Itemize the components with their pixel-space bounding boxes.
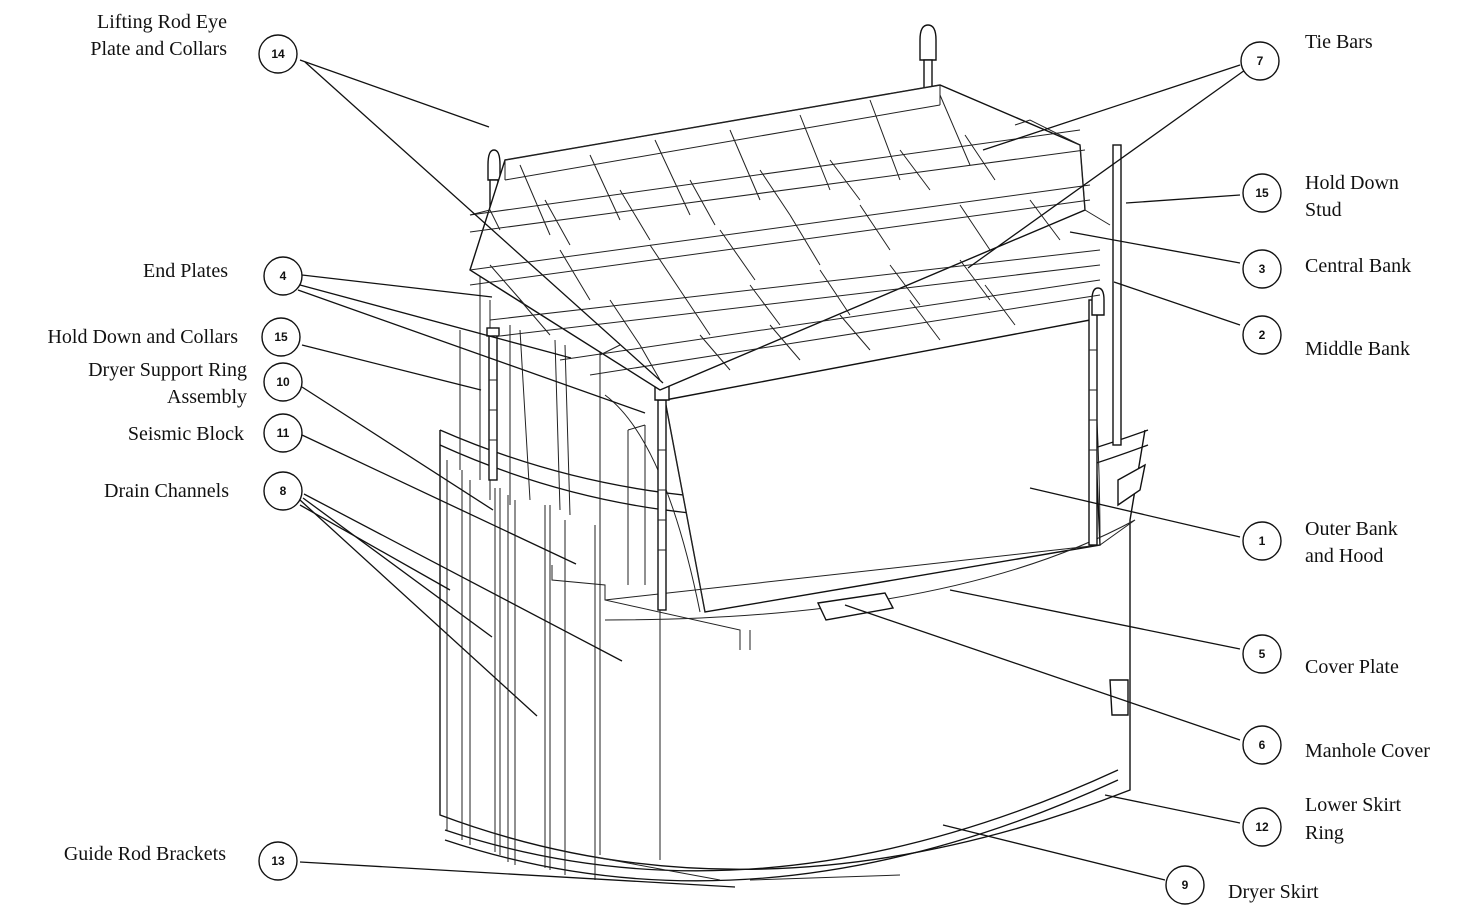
callout-number: 9 [1182,878,1189,892]
callout-number: 10 [276,375,290,389]
label-hold-down-stud-line2: Stud [1305,199,1342,221]
callout-13: 13 [258,841,298,881]
callout-number: 3 [1259,262,1266,276]
callout-15-right: 15 [1242,173,1282,213]
callout-number: 2 [1259,328,1266,342]
label-cover-plate: Cover Plate [1305,656,1399,678]
callout-10: 10 [263,362,303,402]
callout-4: 4 [263,256,303,296]
callout-number: 15 [1255,186,1269,200]
label-lifting-rod-line2: Plate and Collars [90,38,227,60]
label-lower-skirt-line2: Ring [1305,822,1344,844]
label-dryer-support-line2: Assembly [167,386,247,408]
callout-3: 3 [1242,249,1282,289]
callout-number: 1 [1259,534,1266,548]
label-lifting-rod-line1: Lifting Rod Eye [97,11,227,33]
callout-1: 1 [1242,521,1282,561]
label-hold-down-collars: Hold Down and Collars [47,326,238,348]
callout-number: 14 [271,47,285,61]
callout-14: 14 [258,34,298,74]
label-lower-skirt-line1: Lower Skirt [1305,794,1402,816]
label-drain-channels: Drain Channels [104,480,229,502]
callout-number: 8 [280,484,287,498]
drain-channels-shape [446,460,661,880]
support-ring-pieces [551,463,1146,650]
label-hold-down-stud-line1: Hold Down [1305,172,1399,194]
callout-15-left: 15 [261,317,301,357]
callout-number: 6 [1259,738,1266,752]
top-grid [469,84,1111,391]
callout-number: 11 [277,426,290,440]
label-dryer-skirt: Dryer Skirt [1228,881,1319,903]
dryer-illustration [439,24,1149,882]
label-central-bank: Central Bank [1305,255,1411,277]
callout-number: 4 [280,269,287,283]
callout-number: 12 [1255,820,1269,834]
callout-8: 8 [263,471,303,511]
callout-2: 2 [1242,315,1282,355]
callout-5: 5 [1242,634,1282,674]
callout-number: 5 [1259,647,1266,661]
callout-11: 11 [263,413,303,453]
label-dryer-support-line1: Dryer Support Ring [88,359,247,381]
label-seismic-block: Seismic Block [128,423,244,445]
leader-lines [297,59,1246,888]
callout-number: 13 [271,854,285,868]
right-labels: Tie Bars Hold Down Stud Central Bank Mid… [1228,31,1430,903]
label-end-plates: End Plates [143,260,228,282]
left-labels: Lifting Rod Eye Plate and Collars End Pl… [47,11,247,865]
callout-number: 7 [1257,54,1264,68]
label-manhole-cover: Manhole Cover [1305,740,1430,762]
callout-12: 12 [1242,807,1282,847]
callout-7: 7 [1240,41,1280,81]
label-middle-bank: Middle Bank [1305,338,1410,360]
callout-number: 15 [274,330,288,344]
label-guide-rod-brackets: Guide Rod Brackets [64,843,226,865]
label-outer-bank-line1: Outer Bank [1305,518,1398,540]
callout-9: 9 [1165,865,1205,905]
cover-plate-shape [604,519,1136,621]
callout-6: 6 [1242,725,1282,765]
label-tie-bars: Tie Bars [1305,31,1373,53]
label-outer-bank-line2: and Hood [1305,545,1383,567]
